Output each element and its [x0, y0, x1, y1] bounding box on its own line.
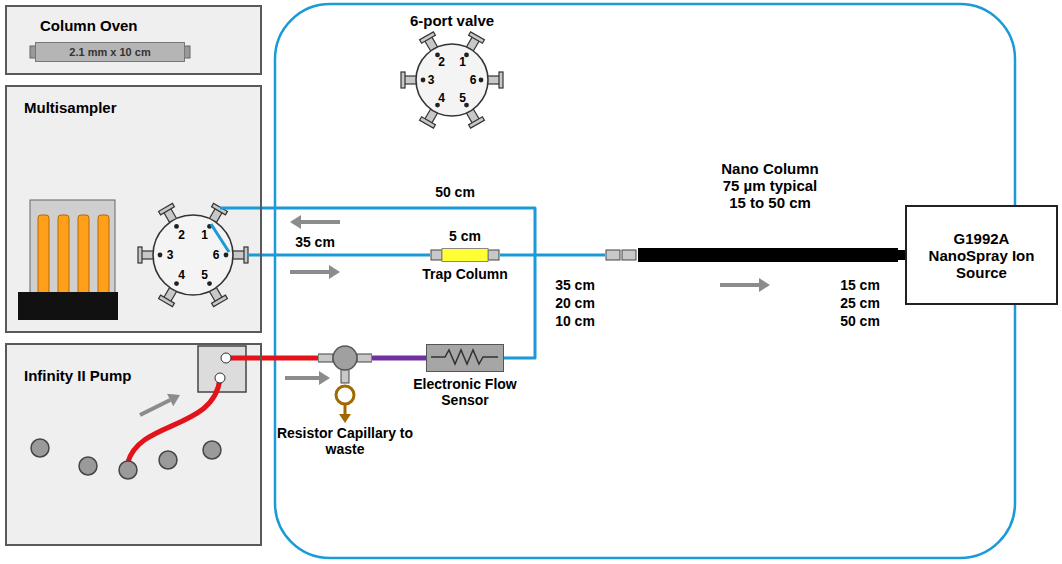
port-number: 1	[201, 228, 208, 242]
tee-union: Resistor Capillary to waste	[265, 345, 425, 457]
port-number: 6	[470, 73, 477, 87]
tubing	[500, 254, 605, 257]
module-panel: Multisampler	[5, 85, 262, 333]
port-hole	[421, 78, 426, 83]
column-symbol: 2.1 mm x 10 cm	[35, 42, 185, 62]
sample-tray	[18, 200, 118, 320]
port-number: 4	[178, 268, 185, 282]
six-port-valve	[401, 32, 503, 128]
part-label: Resistor Capillary to waste	[265, 425, 425, 457]
flow-arrow	[720, 278, 770, 292]
sensor-body	[426, 344, 504, 372]
port-number: 2	[178, 228, 185, 242]
port-number: 3	[428, 73, 435, 87]
port-hole	[158, 253, 163, 258]
port-number: 3	[167, 248, 174, 262]
part-label: 2.1 mm x 10 cm	[69, 46, 150, 58]
dimension-label: 50 cm	[435, 184, 475, 200]
trap-column: Trap Column	[420, 248, 510, 282]
part-label: G1992A NanoSpray Ion Source	[917, 230, 1046, 281]
tubing	[262, 356, 318, 361]
sampler-valve	[138, 203, 248, 306]
nano-column-tube	[605, 247, 898, 263]
dimension-label: 35 cm	[295, 234, 335, 250]
port-hole	[479, 78, 484, 83]
part-label: Electronic Flow Sensor	[405, 376, 525, 408]
dimension-label: 50 cm	[840, 313, 880, 329]
dimension-label: 10 cm	[555, 313, 595, 329]
port-number: 5	[201, 268, 208, 282]
solvent-bottle	[159, 451, 177, 469]
dimension-label: 35 cm	[555, 277, 595, 293]
pump-head	[128, 346, 262, 462]
flow-arrow	[285, 371, 330, 385]
panel-fill	[5, 343, 262, 546]
panel-fill	[5, 5, 262, 75]
system-frame	[275, 4, 1015, 558]
valve-body	[416, 44, 488, 116]
port-hole	[224, 253, 229, 258]
port-number: 5	[459, 91, 466, 105]
trap-cartridge	[430, 248, 500, 262]
nano-column: Nano Column 75 µm typical 15 to 50 cm	[605, 160, 898, 264]
resistor-symbol	[431, 350, 498, 364]
ion-source-box: G1992A NanoSpray Ion Source	[905, 205, 1058, 305]
dimension-label: 25 cm	[840, 295, 880, 311]
tubing	[372, 356, 426, 361]
tubing	[220, 207, 262, 210]
flow-arrow	[290, 265, 340, 279]
module-panel: Column Oven 2.1 mm x 10 cm	[5, 5, 262, 75]
dimension-label: 20 cm	[555, 295, 595, 311]
tubing	[247, 254, 262, 257]
tubing	[898, 250, 905, 260]
valve-body	[153, 215, 233, 295]
dimension-label: 15 cm	[840, 277, 880, 293]
port-number: 1	[459, 55, 466, 69]
flow-arrow	[290, 215, 340, 229]
dimension-label: 5 cm	[449, 228, 481, 244]
part-label: Trap Column	[420, 266, 510, 282]
flow-sensor: Electronic Flow Sensor	[405, 344, 525, 408]
module-panel: Infinity II Pump	[5, 343, 262, 546]
module-title: Multisampler	[24, 99, 260, 116]
module-title: Column Oven	[40, 17, 260, 34]
flow-arrow	[140, 394, 180, 415]
solvent-bottle	[203, 441, 221, 459]
valve-title: 6-port valve	[410, 12, 494, 29]
tee-symbol	[318, 345, 372, 425]
valve-groove	[211, 224, 229, 252]
tubing	[262, 254, 430, 257]
solvent-bottle	[79, 457, 97, 475]
solvent-bottle	[31, 439, 49, 457]
solvent-bottle	[119, 461, 137, 479]
panel-fill	[5, 85, 262, 333]
port-number: 6	[213, 248, 220, 262]
port-number: 2	[438, 55, 445, 69]
tubing	[262, 208, 535, 358]
module-title: Infinity II Pump	[24, 367, 260, 384]
port-number: 4	[438, 91, 445, 105]
part-label: Nano Column 75 µm typical 15 to 50 cm	[714, 160, 826, 211]
